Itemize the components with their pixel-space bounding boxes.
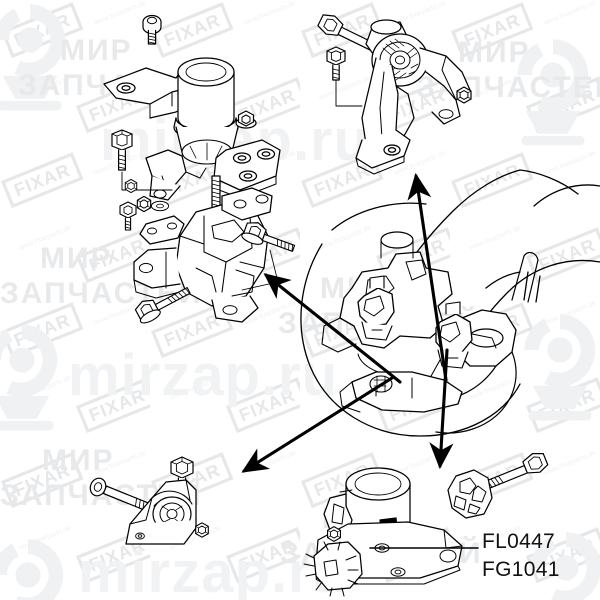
part-number-primary: FL0447	[482, 530, 556, 553]
part-number-secondary: FG1041	[482, 558, 560, 581]
